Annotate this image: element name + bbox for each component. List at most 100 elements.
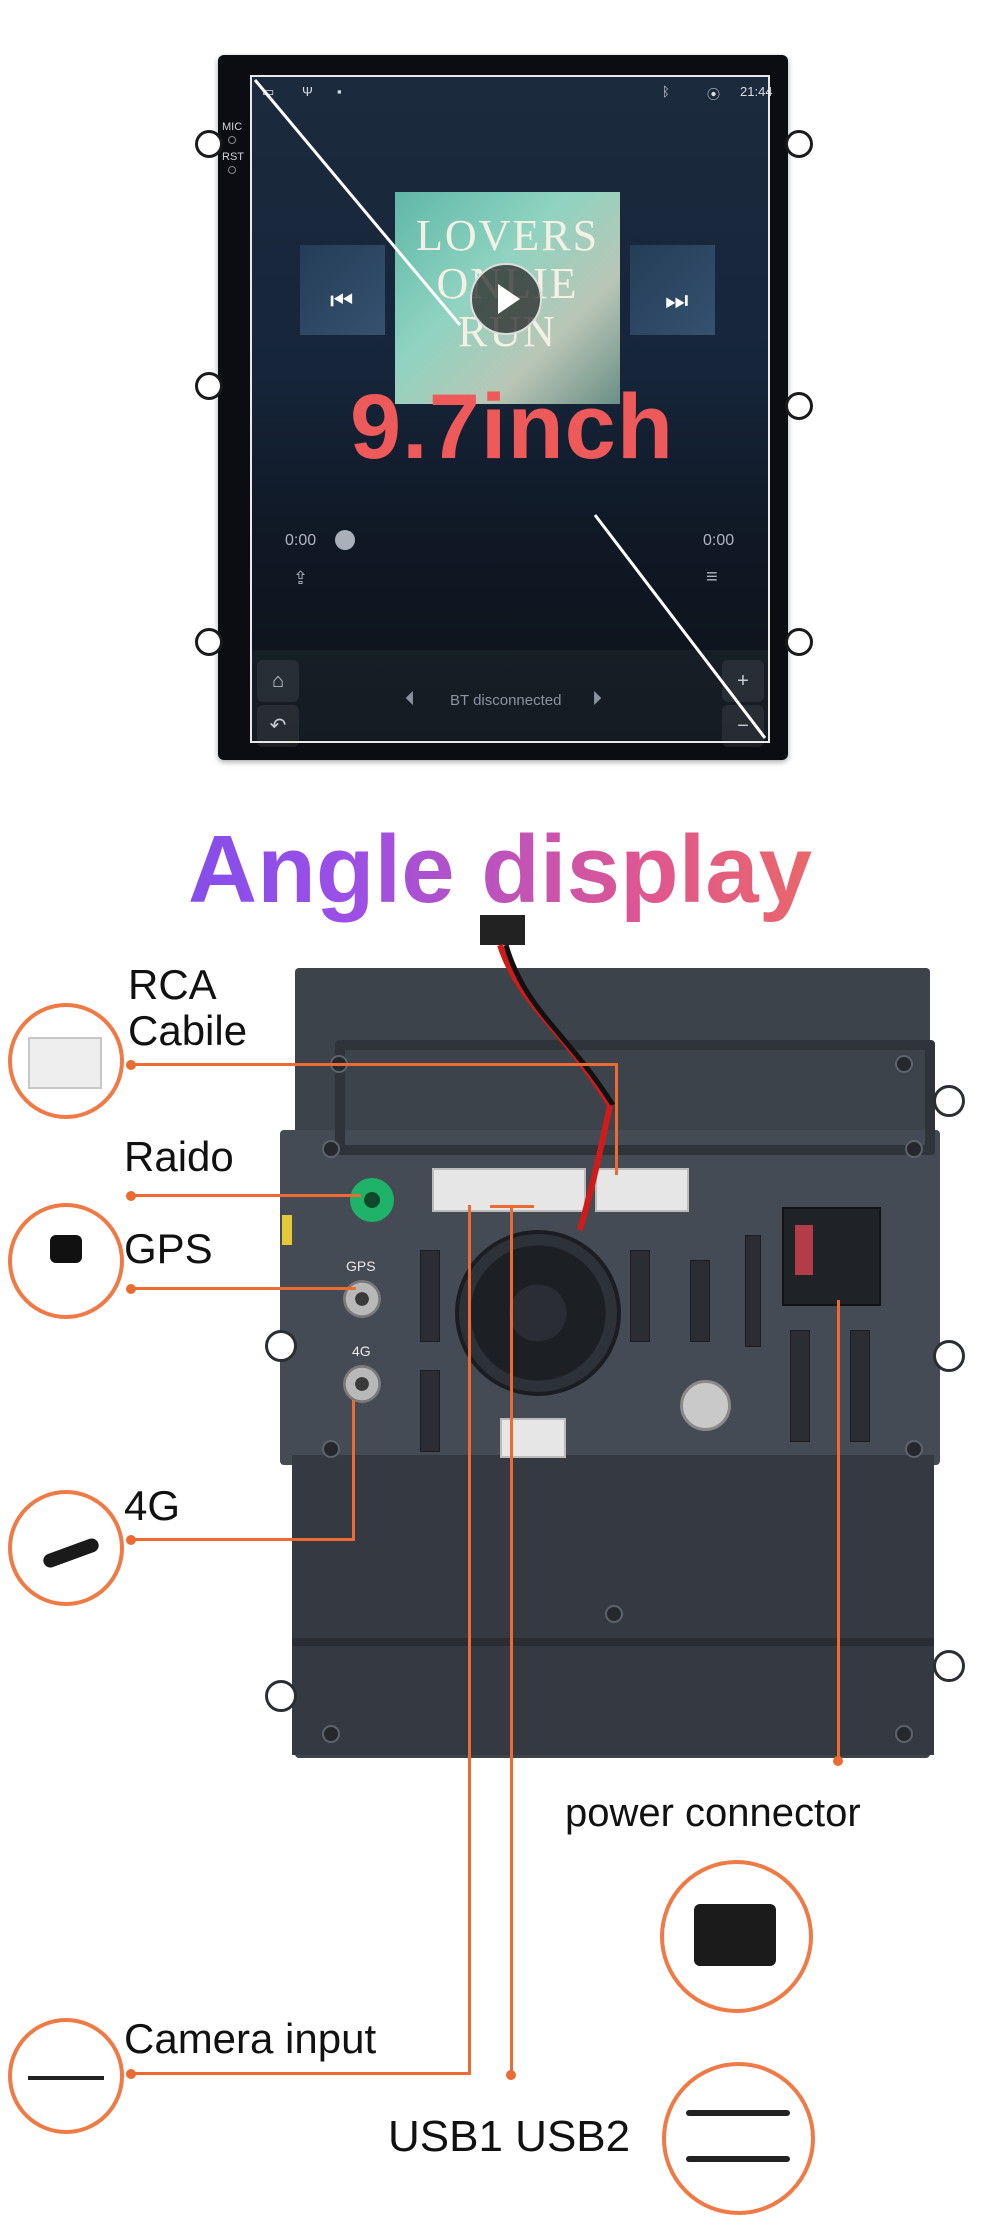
screw bbox=[905, 1440, 923, 1458]
next-album-thumb bbox=[630, 245, 715, 335]
camera-leader bbox=[468, 1205, 471, 2075]
prev-album-thumb bbox=[300, 245, 385, 335]
power-plug-fuse bbox=[795, 1225, 813, 1275]
mount-ear bbox=[785, 392, 813, 420]
rst-button[interactable] bbox=[228, 166, 236, 174]
volume-down-icon[interactable]: − bbox=[722, 705, 764, 747]
usb-rca-connector bbox=[432, 1168, 586, 1212]
power-connector-photo bbox=[660, 1860, 813, 2013]
previous-track-icon[interactable]: ⏮ bbox=[330, 285, 354, 315]
mount-ear bbox=[195, 130, 223, 158]
vent-slot bbox=[420, 1370, 440, 1452]
fourg-antenna-port bbox=[343, 1365, 381, 1403]
usb-label: USB1 USB2 bbox=[388, 2112, 631, 2161]
screw bbox=[322, 1140, 340, 1158]
play-icon[interactable] bbox=[470, 263, 542, 335]
radio-leader bbox=[131, 1194, 361, 1197]
vent-slot bbox=[850, 1330, 870, 1442]
power-leader bbox=[837, 1300, 840, 1760]
rca-connector bbox=[595, 1168, 689, 1212]
clock-time: 21:44 bbox=[740, 84, 773, 99]
screw bbox=[322, 1725, 340, 1743]
bottom-bar bbox=[252, 650, 768, 740]
diagonal-guide bbox=[253, 79, 767, 739]
mic-label: MIC bbox=[222, 121, 243, 133]
mount-ear bbox=[785, 130, 813, 158]
camera-leader bbox=[131, 2072, 471, 2075]
rca-label: RCA bbox=[128, 961, 217, 1008]
camera-input-label: Camera input bbox=[124, 2015, 377, 2062]
fourg-leader bbox=[131, 1538, 354, 1541]
screw bbox=[895, 1055, 913, 1073]
usb-cable-photo bbox=[662, 2062, 815, 2215]
window-icon: ▭ bbox=[262, 84, 275, 99]
vent-slot bbox=[745, 1235, 761, 1347]
bt-status: BT disconnected bbox=[450, 692, 562, 709]
mount-tab bbox=[265, 1680, 297, 1712]
battery-coin bbox=[680, 1380, 731, 1431]
mount-tab bbox=[933, 1650, 965, 1682]
status-bar: ▭ Ψ ▪ ᛒ ⦿ 21:44 bbox=[262, 84, 773, 104]
rca-leader bbox=[615, 1063, 618, 1175]
rca-leader bbox=[131, 1063, 617, 1066]
mount-tab bbox=[933, 1340, 965, 1372]
fourg-port-mark: 4G bbox=[352, 1343, 371, 1359]
image-icon: ▪ bbox=[337, 84, 342, 99]
mount-tab bbox=[265, 1330, 297, 1362]
album-title-1: LOVERS bbox=[415, 211, 600, 260]
mount-ear bbox=[195, 628, 223, 656]
camera-cable-photo bbox=[8, 2018, 124, 2134]
upper-frame bbox=[335, 1040, 935, 1155]
radio-label: Raido bbox=[124, 1133, 234, 1180]
screen-size-label: 9.7inch bbox=[350, 376, 675, 478]
gps-port-mark: GPS bbox=[346, 1258, 376, 1274]
gps-antenna-photo bbox=[8, 1203, 124, 1319]
usb-dot bbox=[506, 2070, 516, 2080]
screw bbox=[322, 1440, 340, 1458]
rst-label: RST bbox=[222, 151, 244, 163]
cooling-fan bbox=[455, 1230, 621, 1396]
screw bbox=[605, 1605, 623, 1623]
playlist-icon[interactable]: ≡ bbox=[706, 566, 718, 588]
seek-handle[interactable] bbox=[335, 530, 355, 550]
mic-hole bbox=[228, 136, 236, 144]
repeat-icon[interactable]: ⇪ bbox=[293, 568, 309, 588]
home-icon[interactable]: ⌂ bbox=[257, 660, 299, 702]
fourg-label: 4G bbox=[124, 1482, 181, 1529]
section-heading: Angle display bbox=[0, 815, 1000, 925]
vent-slot bbox=[690, 1260, 710, 1342]
warning-sticker bbox=[282, 1215, 292, 1245]
mount-ear bbox=[785, 628, 813, 656]
previous-icon[interactable]: ⏴ bbox=[405, 688, 415, 710]
back-icon[interactable]: ↶ bbox=[257, 705, 299, 747]
power-connector-label: power connector bbox=[565, 1791, 861, 1835]
total-time: 0:00 bbox=[703, 532, 735, 549]
gps-antenna-port bbox=[343, 1280, 381, 1318]
next-icon[interactable]: ⏵ bbox=[592, 688, 602, 710]
screw bbox=[895, 1725, 913, 1743]
vent-slot bbox=[790, 1330, 810, 1442]
bluetooth-icon: ᛒ bbox=[662, 84, 670, 99]
power-wire bbox=[480, 915, 616, 1231]
screen-outline bbox=[250, 75, 770, 743]
vent-slot bbox=[630, 1250, 650, 1342]
mount-ear bbox=[195, 372, 223, 400]
radio-jack bbox=[350, 1178, 394, 1222]
usb-icon: Ψ bbox=[302, 84, 313, 99]
fourg-antenna-photo bbox=[8, 1490, 124, 1606]
vent-slot bbox=[420, 1250, 440, 1342]
mount-tab bbox=[933, 1085, 965, 1117]
elapsed-time: 0:00 bbox=[285, 532, 317, 549]
next-track-icon[interactable]: ⏭ bbox=[665, 285, 689, 315]
rca-cable-photo bbox=[8, 1003, 124, 1119]
usb-leader bbox=[510, 1205, 513, 2075]
album-art: LOVERS ONLIE RUN bbox=[395, 192, 620, 404]
side-labels: MIC RST bbox=[222, 120, 244, 174]
location-icon: ⦿ bbox=[707, 87, 721, 102]
panel-seam bbox=[292, 1638, 934, 1646]
fourg-leader bbox=[352, 1400, 355, 1541]
rca-label-cont: Cabile bbox=[128, 1007, 248, 1054]
gps-label: GPS bbox=[124, 1225, 213, 1272]
volume-up-icon[interactable]: + bbox=[722, 660, 764, 702]
gps-leader bbox=[131, 1287, 356, 1290]
